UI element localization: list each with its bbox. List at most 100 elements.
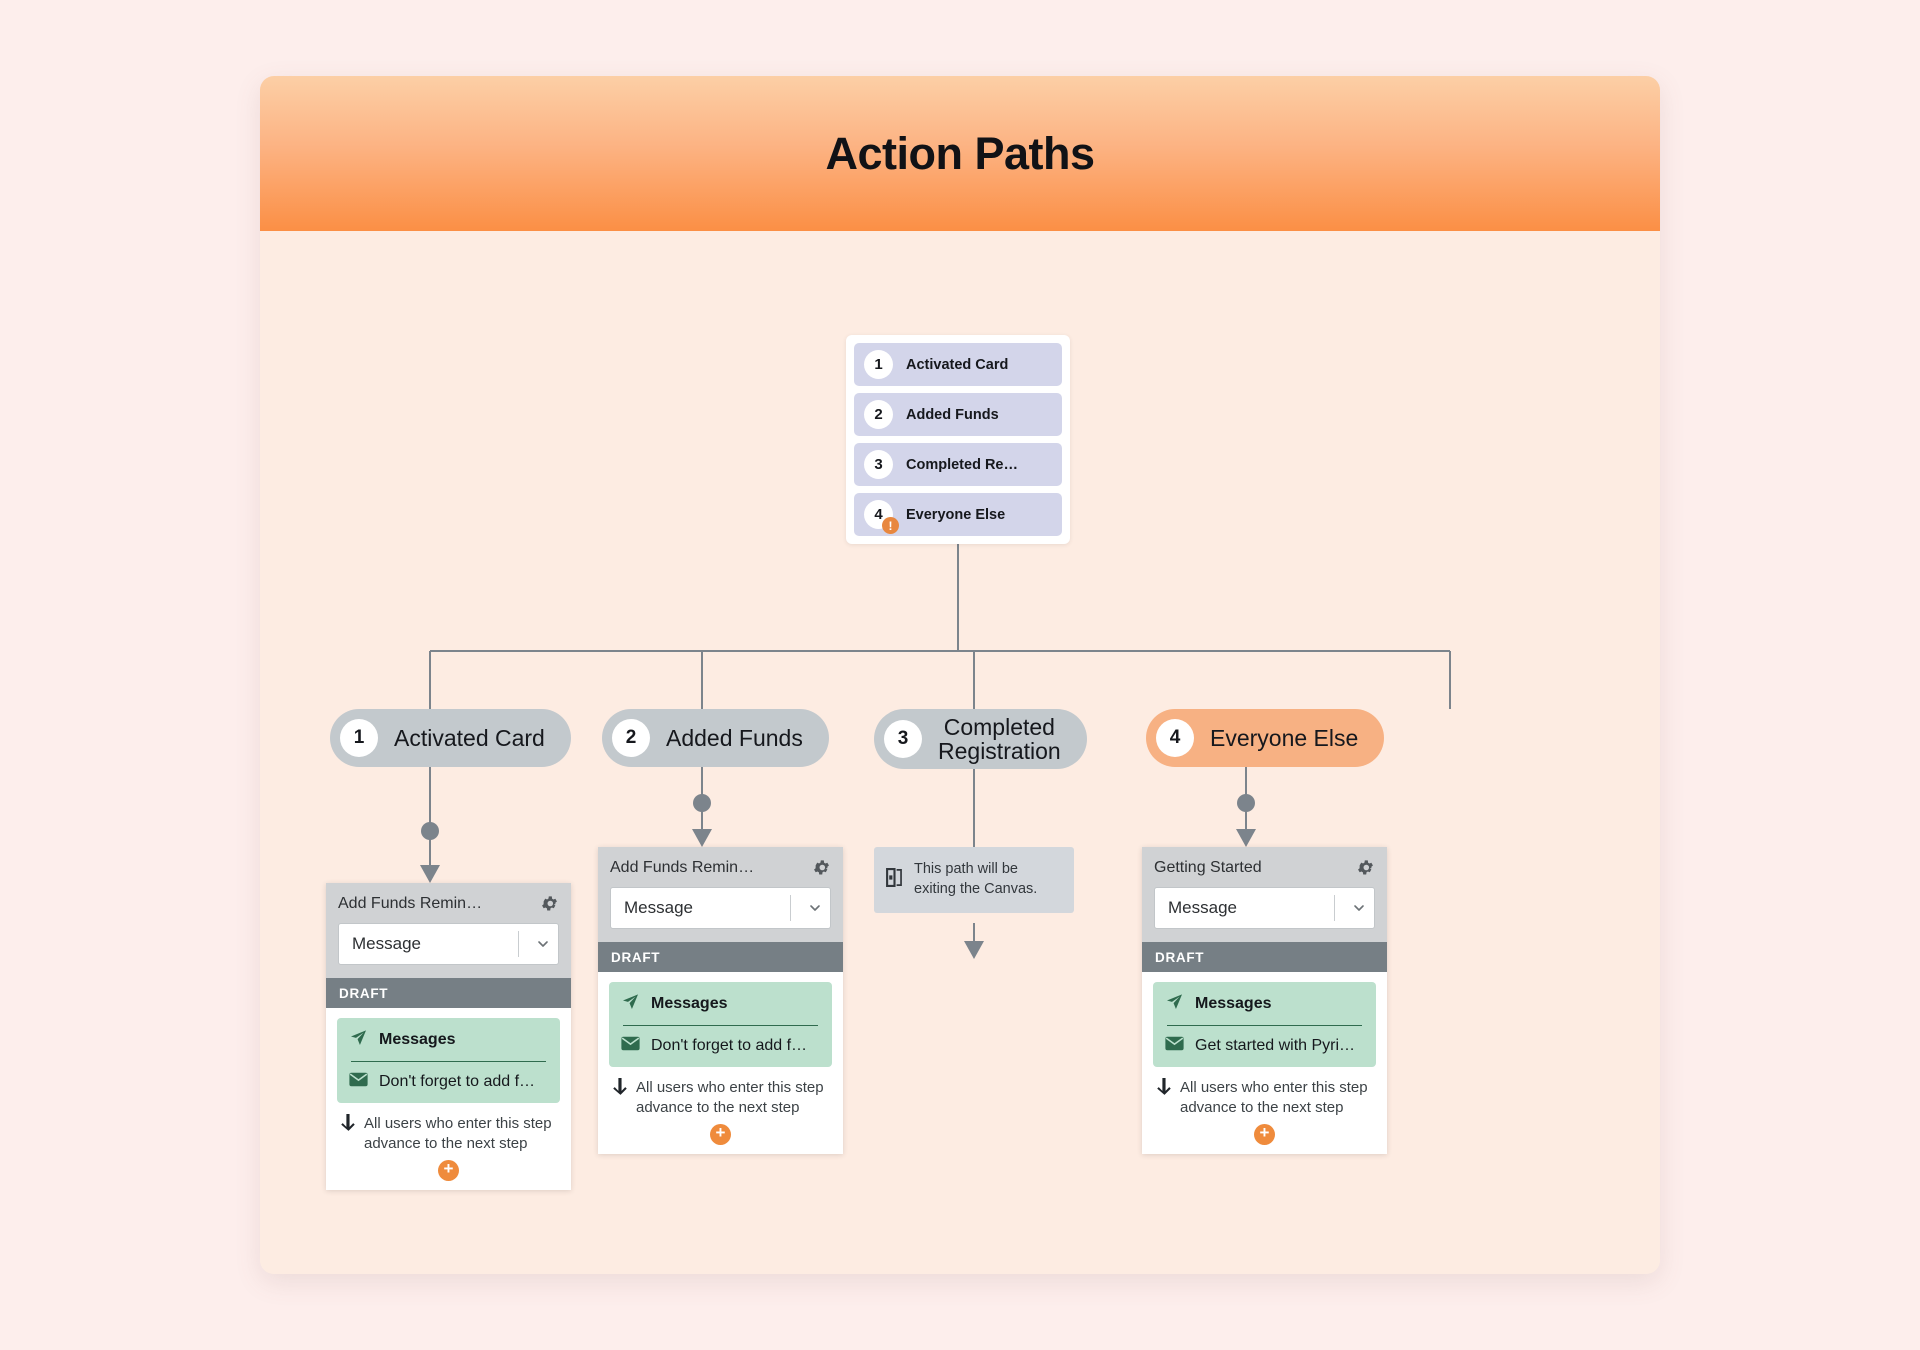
- branch-number-badge: 3: [884, 720, 922, 758]
- step-number: 4: [874, 506, 883, 523]
- step-selector-panel: 1 Activated Card 2 Added Funds 3 Complet…: [846, 335, 1070, 544]
- gear-icon[interactable]: [812, 858, 831, 877]
- step-row-3[interactable]: 3 Completed Re…: [854, 443, 1062, 486]
- card-title: Add Funds Remin…: [610, 858, 755, 876]
- connector-node-dot: [693, 794, 711, 812]
- plus-icon[interactable]: +: [1254, 1123, 1275, 1145]
- exit-note-text: This path will be exiting the Canvas.: [914, 861, 1038, 897]
- branch-pill-activated-card[interactable]: 1 Activated Card: [330, 709, 571, 767]
- status-badge: DRAFT: [598, 942, 843, 972]
- exit-door-icon: [886, 867, 903, 892]
- paper-plane-icon: [621, 992, 640, 1016]
- step-number-badge: 3: [864, 450, 893, 479]
- message-type-select[interactable]: Message: [1154, 887, 1375, 929]
- status-text: DRAFT: [339, 985, 389, 1001]
- message-card-2: Add Funds Remin… Message: [598, 847, 843, 1154]
- gear-icon[interactable]: [1356, 858, 1375, 877]
- chevron-down-icon[interactable]: [532, 936, 554, 952]
- branch-pill-everyone-else[interactable]: 4 Everyone Else: [1146, 709, 1385, 767]
- messages-block[interactable]: Messages Get started with Pyri…: [1153, 982, 1376, 1067]
- paper-plane-icon: [1165, 992, 1184, 1016]
- step-number: 3: [874, 456, 883, 473]
- envelope-icon: [621, 1036, 640, 1056]
- step-row-1[interactable]: 1 Activated Card: [854, 343, 1062, 386]
- message-item-label: Don't forget to add f…: [651, 1037, 808, 1054]
- step-number-badge: 4 !: [864, 500, 899, 534]
- message-card-1: Add Funds Remin… Message: [326, 883, 571, 1190]
- status-badge: DRAFT: [326, 978, 571, 1008]
- branch-number: 4: [1169, 727, 1181, 748]
- card-body: Messages Don't forget to add f…: [598, 972, 843, 1154]
- select-separator: [518, 931, 519, 957]
- down-arrow-icon: [1157, 1078, 1172, 1102]
- branch-label: Activated Card: [394, 724, 545, 751]
- message-type-select[interactable]: Message: [338, 923, 559, 965]
- status-badge: DRAFT: [1142, 942, 1387, 972]
- add-step-row: +: [337, 1154, 560, 1190]
- step-label: Completed Re…: [906, 456, 1018, 473]
- add-step-row: +: [1153, 1118, 1376, 1154]
- select-separator: [790, 895, 791, 921]
- branch-label: Completed Registration: [938, 713, 1061, 764]
- branch-pill-added-funds[interactable]: 2 Added Funds: [602, 709, 829, 767]
- warning-glyph: !: [888, 518, 893, 533]
- gear-icon[interactable]: [540, 894, 559, 913]
- envelope-icon: [1165, 1036, 1184, 1056]
- status-text: DRAFT: [611, 949, 661, 965]
- branch-number: 2: [625, 727, 637, 748]
- plus-icon[interactable]: +: [438, 1159, 459, 1181]
- messages-title: Messages: [1195, 995, 1272, 1012]
- warning-icon: !: [882, 517, 899, 534]
- window-header: Action Paths: [260, 76, 1660, 231]
- step-number-badge: 1: [864, 350, 893, 379]
- branch-number: 3: [897, 728, 909, 749]
- message-card-3: Getting Started Message: [1142, 847, 1387, 1154]
- step-label: Everyone Else: [906, 506, 1006, 523]
- exit-note: This path will be exiting the Canvas.: [874, 847, 1074, 914]
- branch-number-badge: 4: [1156, 719, 1194, 757]
- select-separator: [1334, 895, 1335, 921]
- step-label: Added Funds: [906, 406, 999, 423]
- card-header: Add Funds Remin… Message: [598, 847, 843, 942]
- messages-title: Messages: [651, 995, 728, 1012]
- step-number: 2: [874, 406, 883, 423]
- connector-node-dot: [421, 822, 439, 840]
- step-row-4[interactable]: 4 ! Everyone Else: [854, 493, 1062, 536]
- page-title: Action Paths: [825, 127, 1095, 179]
- branch-number: 1: [353, 727, 365, 748]
- divider: [351, 1061, 546, 1062]
- connector-node-dot: [1237, 794, 1255, 812]
- plus-icon[interactable]: +: [710, 1123, 731, 1145]
- paper-plane-icon: [349, 1028, 368, 1052]
- message-item-label: Don't forget to add f…: [379, 1073, 536, 1090]
- card-title: Getting Started: [1154, 858, 1262, 876]
- card-title: Add Funds Remin…: [338, 894, 483, 912]
- select-value: Message: [624, 898, 693, 917]
- step-label: Activated Card: [906, 356, 1009, 373]
- flow-canvas: 1 Activated Card 2 Added Funds 3 Complet…: [260, 231, 1660, 1274]
- advance-note: All users who enter this step advance to…: [337, 1103, 560, 1154]
- messages-title: Messages: [379, 1031, 456, 1048]
- card-header: Getting Started Message: [1142, 847, 1387, 942]
- connector-arrowhead: [692, 829, 712, 847]
- status-text: DRAFT: [1155, 949, 1205, 965]
- chevron-down-icon[interactable]: [1348, 900, 1370, 916]
- branch-label: Everyone Else: [1210, 724, 1359, 751]
- message-type-select[interactable]: Message: [610, 887, 831, 929]
- divider: [1167, 1025, 1362, 1026]
- messages-block[interactable]: Messages Don't forget to add f…: [609, 982, 832, 1067]
- messages-block[interactable]: Messages Don't forget to add f…: [337, 1018, 560, 1103]
- step-row-2[interactable]: 2 Added Funds: [854, 393, 1062, 436]
- card-header: Add Funds Remin… Message: [326, 883, 571, 978]
- advance-text: All users who enter this step advance to…: [1180, 1079, 1368, 1116]
- envelope-icon: [349, 1072, 368, 1092]
- branch-number-badge: 1: [340, 719, 378, 757]
- step-number-badge: 2: [864, 400, 893, 429]
- advance-text: All users who enter this step advance to…: [636, 1079, 824, 1116]
- branch-number-badge: 2: [612, 719, 650, 757]
- add-step-row: +: [609, 1118, 832, 1154]
- branch-pill-completed-registration[interactable]: 3 Completed Registration: [874, 709, 1087, 769]
- chevron-down-icon[interactable]: [804, 900, 826, 916]
- action-paths-window: Action Paths: [260, 76, 1660, 1274]
